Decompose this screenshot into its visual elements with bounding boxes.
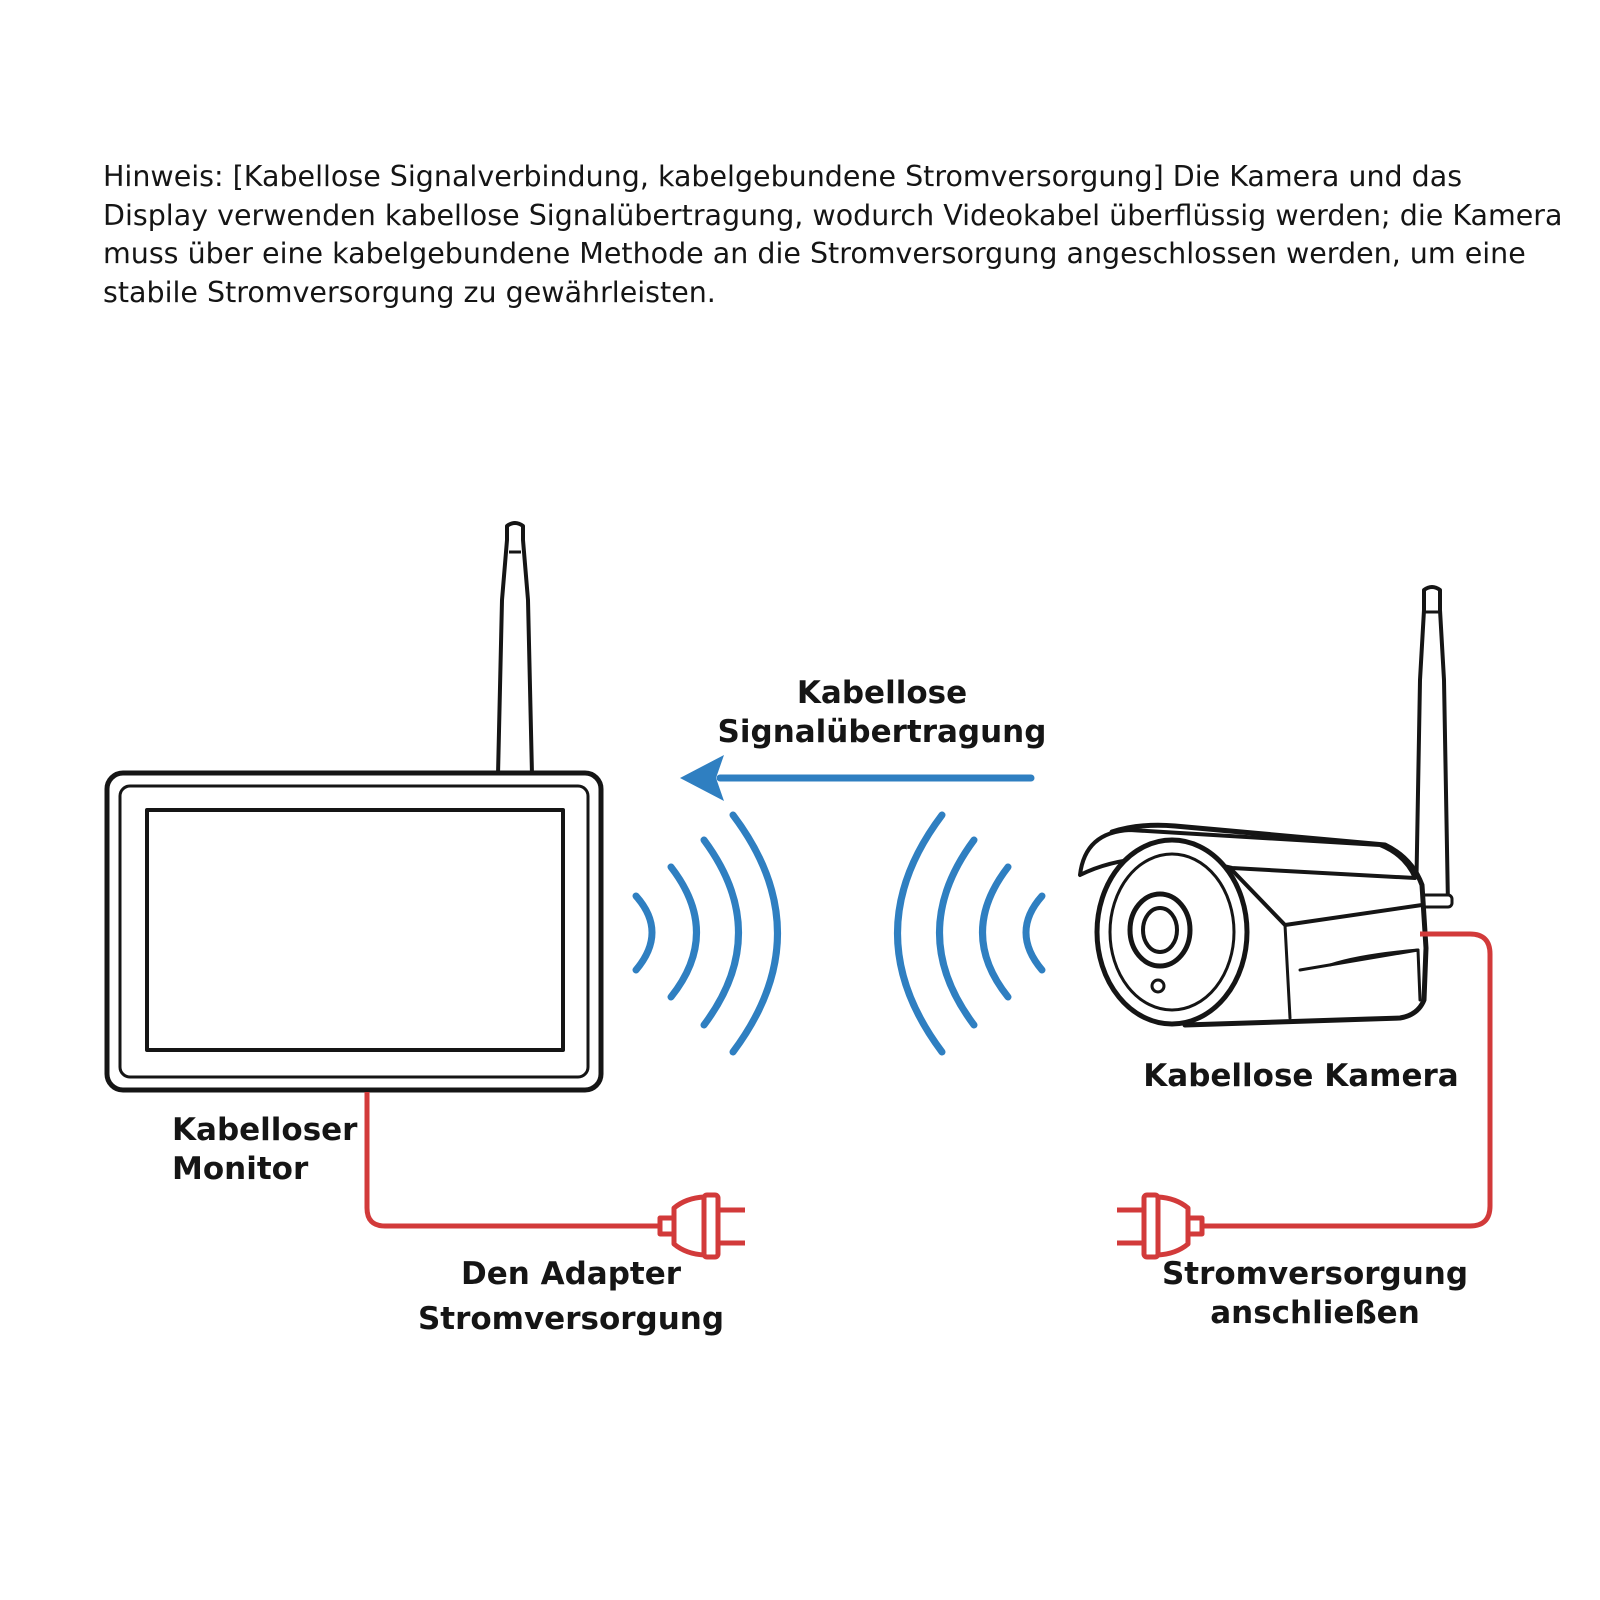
power-plug-icon-left xyxy=(657,1192,745,1260)
monitor-icon xyxy=(104,521,604,1093)
bullet-camera-icon xyxy=(1078,585,1454,1028)
adapter-label-line2: Stromversorgung xyxy=(418,1301,724,1337)
monitor-antenna-icon xyxy=(496,521,534,776)
monitor-label-line1: Kabelloser xyxy=(172,1112,358,1148)
adapter-label-line1: Den Adapter xyxy=(461,1256,682,1292)
wireless-signal-icon-left xyxy=(632,811,781,1056)
monitor-label-line2: Monitor xyxy=(172,1151,309,1187)
signal-label-line2: Signalübertragung xyxy=(718,714,1047,750)
camera-power-cable xyxy=(1200,931,1493,1229)
power-label-line1: Stromversorgung xyxy=(1162,1256,1468,1292)
note-text: Hinweis: [Kabellose Signalverbindung, ka… xyxy=(103,160,1563,309)
power-label-line2: anschließen xyxy=(1210,1295,1420,1331)
camera-label: Kabellose Kamera xyxy=(1143,1058,1458,1094)
monitor-power-cable xyxy=(364,1092,662,1229)
power-plug-icon-right xyxy=(1117,1192,1205,1260)
signal-label-line1: Kabellose xyxy=(797,675,967,711)
arrow-left-icon xyxy=(680,755,1035,801)
camera-antenna-icon xyxy=(1410,585,1454,909)
wireless-signal-icon-right xyxy=(894,811,1046,1056)
